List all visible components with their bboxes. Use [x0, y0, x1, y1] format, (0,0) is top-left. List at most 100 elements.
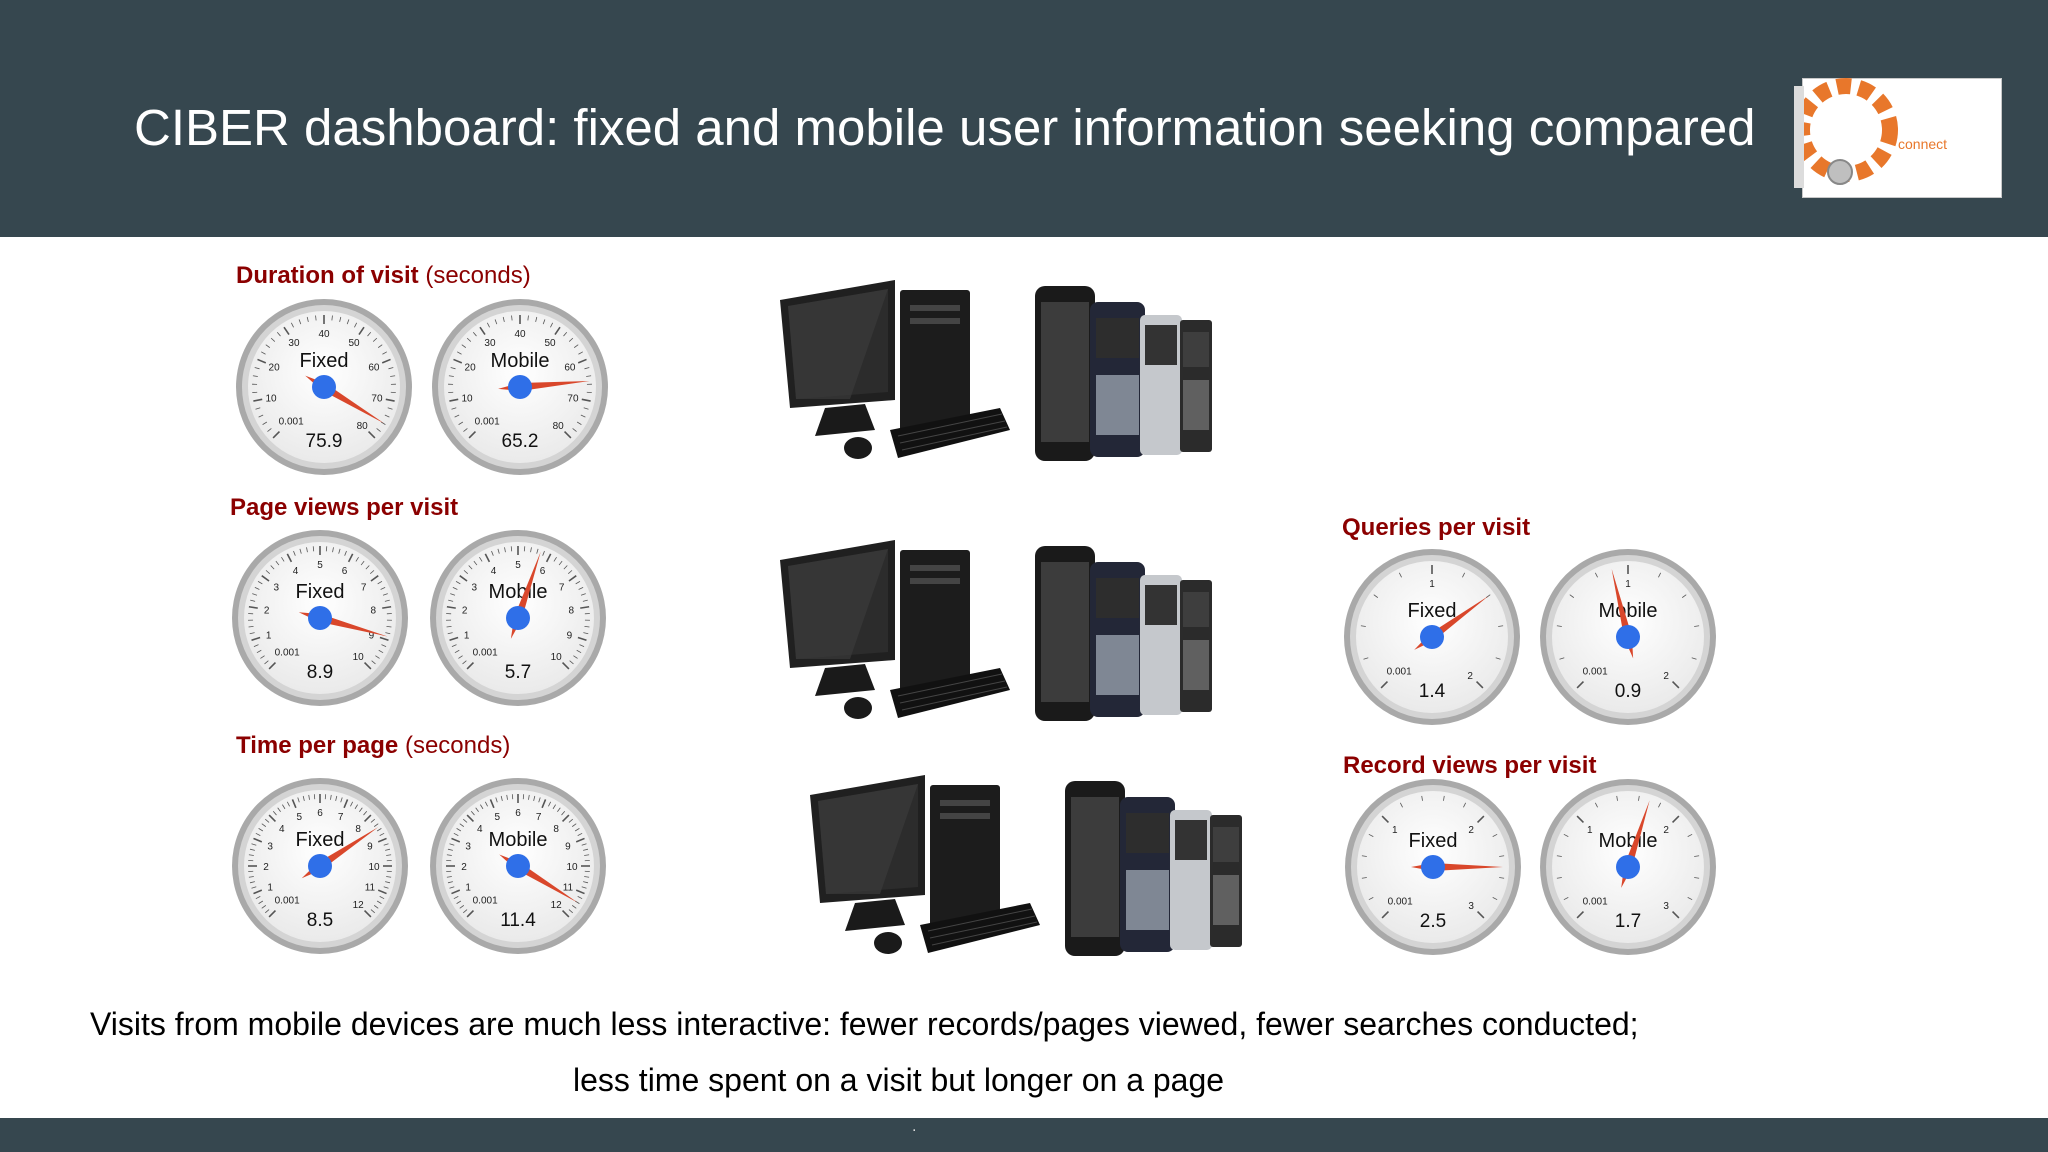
gauge-tick-label: 3 [1468, 901, 1474, 912]
gauge-tick [542, 550, 545, 556]
gauge-series-label: Mobile [1599, 830, 1658, 852]
gauge-tick [267, 428, 272, 432]
gauge-tick [379, 896, 385, 900]
caption-line-1: Visits from mobile devices are much less… [90, 1006, 1639, 1042]
gauge-tick [561, 909, 570, 918]
gauge-tick [275, 560, 280, 566]
gauge-tick [1594, 572, 1598, 578]
gauge-tick-label: 6 [515, 808, 521, 819]
gauge-tick [1694, 625, 1700, 627]
gauge-tick [383, 886, 389, 889]
gauge-tick [548, 801, 552, 807]
gauge-tick [466, 337, 472, 342]
gauge-tick-label: 3 [1663, 901, 1669, 912]
gauge-tick [1576, 910, 1585, 919]
gauge-tick [255, 896, 261, 900]
desktop-computer-icon [780, 280, 1010, 459]
gauge-tick [484, 553, 491, 563]
gauge-tick [577, 636, 587, 642]
gauge-tick [470, 810, 475, 816]
gauge-tick-label: 5 [317, 560, 323, 571]
gauge-tick-label: 9 [369, 631, 375, 642]
gauge-title-pageviews: Page views per visit [230, 494, 459, 521]
gauge-tick [577, 358, 587, 364]
gauge-tick [449, 886, 455, 889]
gauge-tick [527, 315, 529, 321]
gauge-tick-label: 10 [353, 652, 365, 663]
gauge-tick-label: 30 [484, 338, 496, 349]
gauge-tick [450, 367, 456, 370]
gauge-tick [571, 905, 577, 909]
gauge-tick [453, 832, 459, 836]
gauge-tick-label: 80 [357, 421, 369, 432]
gauge-tick [563, 331, 568, 337]
gauge-tick [258, 414, 264, 418]
desktop-and-phones-illustration [780, 540, 1212, 721]
gauge-tick [260, 351, 266, 355]
gauge-tick-label: 2 [1663, 825, 1669, 836]
gauge-tick [451, 889, 461, 895]
gauge-tick [494, 319, 498, 325]
gauge-tick-label: 3 [465, 841, 471, 852]
gauge-tick-label: 4 [293, 566, 299, 577]
gauge-tick [447, 632, 453, 635]
gauge-tick [573, 344, 579, 348]
gauge-tick [553, 556, 557, 562]
gauge-tick [1368, 897, 1374, 901]
gauge-tick [378, 649, 384, 654]
gauge-tick [380, 586, 386, 590]
gauge-tick [466, 909, 475, 918]
gauge-tick [446, 605, 456, 609]
gauge-tick-label: 1 [1392, 825, 1398, 836]
gauge-tick [253, 837, 263, 843]
gauge-tick [381, 644, 387, 647]
gauge-tick [249, 632, 255, 635]
gauge-tick [463, 570, 469, 574]
gauge-tick [261, 905, 267, 909]
gauge-tick-label: 8 [355, 824, 361, 835]
slide-footer: . [0, 1118, 2048, 1152]
gauge-tick [372, 337, 378, 342]
gauge-tick [250, 599, 256, 602]
gauge-tick [580, 605, 590, 609]
gauge-series-label: Fixed [1408, 600, 1457, 622]
gauge-tick [1563, 897, 1569, 901]
logo-text: connect [1898, 136, 1948, 152]
gauge-tick [332, 547, 334, 553]
gauge-tick-label: 2 [1663, 671, 1669, 682]
gauge-tick [1671, 815, 1680, 824]
gauge-tick [1594, 802, 1598, 808]
gauge-tick [561, 810, 566, 816]
gauge-hub [508, 375, 532, 399]
gauge-tick [386, 876, 392, 878]
gauge-tick [459, 575, 468, 582]
gauge-tick [382, 605, 392, 609]
gauge-tick [258, 900, 264, 904]
gauge-tick [254, 586, 260, 590]
gauge-tick-label: 11 [365, 883, 376, 894]
gauge-tick [344, 550, 347, 556]
gauge-tick [447, 881, 453, 884]
gauge-tick [272, 810, 277, 816]
gauge-tick [458, 421, 464, 425]
gauge-tick [286, 553, 293, 563]
gauge-value-readout: 0.9 [1615, 681, 1641, 702]
gauge-tick [479, 556, 483, 562]
gauge-tick [268, 661, 277, 670]
gauge-tick [306, 547, 308, 553]
gauge-tick-label: 1 [1429, 579, 1435, 590]
gauge-tick-label: 10 [461, 394, 473, 405]
gauge-tick-label: 7 [361, 582, 367, 593]
gauge-tick [584, 367, 590, 370]
gauge-tick [572, 428, 577, 432]
gauge-tick [561, 661, 570, 670]
gauge-tick [363, 909, 372, 918]
gauge-tick [268, 909, 277, 918]
gauge-tick-label: 1 [464, 631, 470, 642]
gauge-hub [506, 854, 530, 878]
gauge-tick [1658, 572, 1662, 578]
gauge-tick [1492, 897, 1498, 901]
gauge-min-label: 0.001 [1583, 666, 1608, 677]
